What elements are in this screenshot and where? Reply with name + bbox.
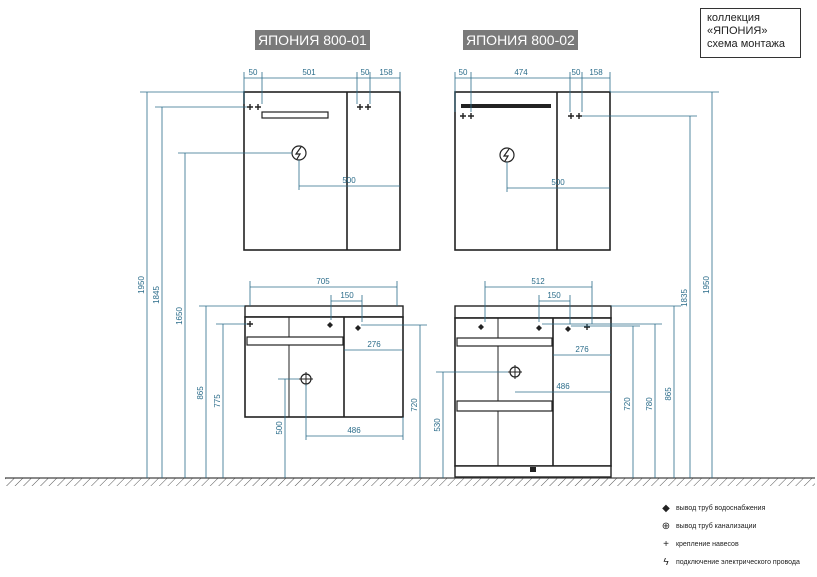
dim-text: 705 bbox=[316, 277, 330, 286]
dim-text: 150 bbox=[547, 291, 561, 300]
dim-text: 50 bbox=[459, 68, 468, 77]
dim-text: 50 bbox=[249, 68, 258, 77]
legend-text: вывод труб канализации bbox=[675, 523, 757, 530]
dim-text: 158 bbox=[589, 68, 603, 77]
dim-text: 775 bbox=[213, 394, 222, 408]
floor-line bbox=[5, 477, 815, 486]
sewer-icon bbox=[508, 365, 522, 379]
dim-text: 500 bbox=[342, 176, 356, 185]
model-label-800-02: ЯПОНИЯ 800-02 bbox=[463, 30, 578, 50]
vanity-cabinet-800-01 bbox=[244, 305, 404, 418]
dim-text: 1835 bbox=[680, 289, 689, 307]
electric-icon: ϟ bbox=[663, 557, 669, 568]
dim-text: 474 bbox=[514, 68, 528, 77]
legend-electric: ϟ подключение электрического провода bbox=[658, 557, 800, 569]
water-supply-icons-2 bbox=[478, 324, 571, 332]
dimension-texts: 50 501 50 158 500 50 474 50 158 500 705 … bbox=[137, 68, 711, 435]
title-line-3: схема монтажа bbox=[707, 38, 785, 50]
dim-text: 720 bbox=[410, 398, 419, 412]
dim-text: 780 bbox=[645, 397, 654, 411]
mirror-light-bar bbox=[461, 104, 551, 108]
dim-text: 486 bbox=[556, 382, 570, 391]
water-supply-icon: ◆ bbox=[662, 503, 670, 514]
dim-text: 1845 bbox=[152, 286, 161, 304]
dim-text: 501 bbox=[302, 68, 316, 77]
legend-text: вывод труб водоснабжения bbox=[675, 505, 766, 512]
dim-text: 1950 bbox=[137, 276, 146, 294]
collection-title-box: коллекция «ЯПОНИЯ» схема монтажа bbox=[700, 8, 801, 58]
mount-marks-mirror-1 bbox=[247, 104, 371, 110]
dim-text: 50 bbox=[361, 68, 370, 77]
legend-text: крепление навесов bbox=[675, 541, 739, 548]
dim-text: 1950 bbox=[702, 276, 711, 294]
dim-text: 720 bbox=[623, 397, 632, 411]
dim-text: 158 bbox=[379, 68, 393, 77]
mirror-cabinet-800-02 bbox=[454, 91, 611, 251]
legend-water-supply: ◆ вывод труб водоснабжения bbox=[658, 503, 765, 515]
electric-icon bbox=[499, 147, 515, 163]
dim-text: 500 bbox=[551, 178, 565, 187]
title-line-2: «ЯПОНИЯ» bbox=[707, 25, 768, 37]
dim-text: 530 bbox=[433, 418, 442, 432]
mount-marks-vanity-2 bbox=[584, 324, 590, 330]
dimension-lines bbox=[140, 72, 719, 478]
dim-text: 865 bbox=[664, 387, 673, 401]
model-label-800-01: ЯПОНИЯ 800-01 bbox=[255, 30, 370, 50]
mirror-cabinet-800-01 bbox=[243, 91, 401, 251]
vanity-cabinet-800-02 bbox=[454, 305, 612, 478]
dim-text: 486 bbox=[347, 426, 361, 435]
dim-text: 512 bbox=[531, 277, 545, 286]
mount-marks-vanity-1 bbox=[247, 321, 253, 327]
mirror-light-bar bbox=[261, 111, 329, 119]
dim-text: 50 bbox=[572, 68, 581, 77]
dim-text: 276 bbox=[367, 340, 381, 349]
electric-icon bbox=[291, 145, 307, 161]
title-line-1: коллекция bbox=[707, 12, 760, 24]
legend-text: подключение электрического провода bbox=[675, 559, 800, 566]
legend-mount: + крепление навесов bbox=[658, 539, 739, 551]
dim-text: 276 bbox=[575, 345, 589, 354]
dim-text: 150 bbox=[340, 291, 354, 300]
legend-sewer: ⊕ вывод труб канализации bbox=[658, 521, 757, 533]
dim-text: 865 bbox=[196, 386, 205, 400]
mount-marks-mirror-2 bbox=[460, 113, 582, 119]
sewer-icon: ⊕ bbox=[661, 521, 671, 532]
water-supply-icons-1 bbox=[327, 322, 361, 331]
mount-icon: + bbox=[663, 539, 669, 550]
dim-text: 500 bbox=[275, 421, 284, 435]
dim-text: 1650 bbox=[175, 307, 184, 325]
